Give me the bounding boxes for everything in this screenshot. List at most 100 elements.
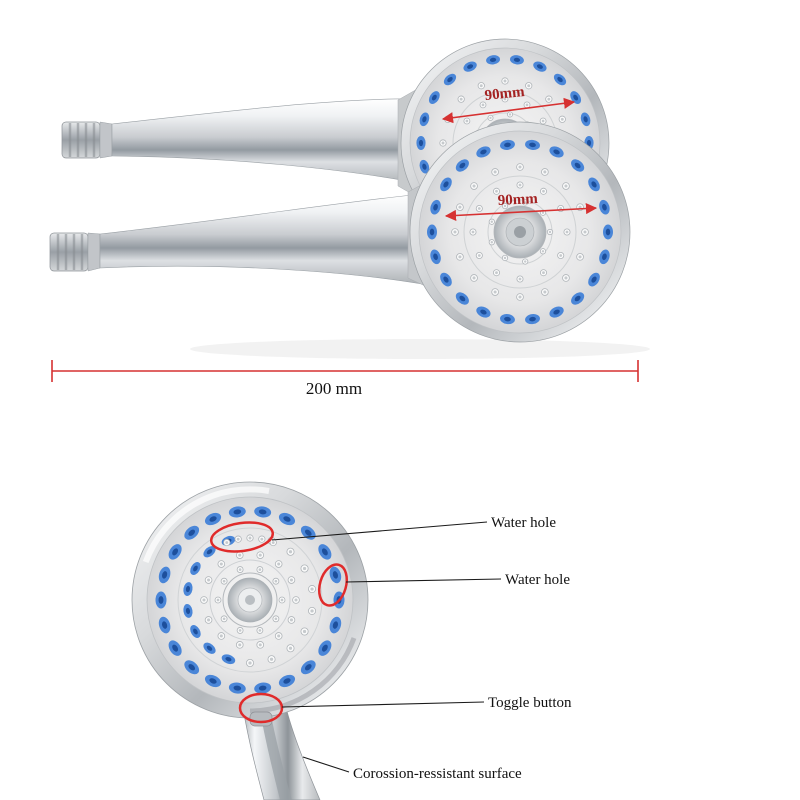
nozzle-hole <box>602 203 607 211</box>
nozzle-white-hole <box>260 537 264 541</box>
nozzle-white-hole <box>274 617 278 621</box>
nozzle-white-hole <box>559 254 563 257</box>
nozzle-white-hole <box>294 598 298 602</box>
center-outline <box>222 572 278 628</box>
nozzle-hole <box>283 678 291 684</box>
nozzle-white-hole <box>458 205 462 209</box>
rim-shade <box>249 637 357 714</box>
nozzle-white-hole <box>248 661 252 665</box>
nozzle-white-hole <box>518 277 522 281</box>
center-dot-front <box>514 226 526 238</box>
nozzle-white-hole <box>548 230 552 234</box>
nozzle-hole <box>206 549 213 555</box>
nozzle-hole <box>206 645 213 651</box>
nozzle-hole <box>513 57 521 62</box>
nozzle-white-hole <box>503 79 507 83</box>
nozzle-hole <box>480 149 487 155</box>
nozzle-white-hole <box>542 271 545 275</box>
nozzle-white-hole <box>493 170 497 174</box>
nozzle-white-hole <box>508 113 512 116</box>
nozzle-white-hole <box>258 553 262 557</box>
nozzle-white-hole <box>207 578 211 582</box>
nozzle-hole <box>193 565 198 572</box>
nozzle-white-hole <box>219 634 223 638</box>
nozzle-white-hole <box>258 629 262 632</box>
nozzle-white-hole <box>527 84 531 88</box>
dimension-label-front: 90mm <box>497 191 538 209</box>
nozzle-white-hole <box>222 579 226 583</box>
nozzle-hole <box>321 548 328 556</box>
nozzle-white-hole <box>238 568 242 571</box>
nozzle-white-hole <box>564 276 568 280</box>
nozzle-hole <box>233 509 242 515</box>
nozzle-hole <box>443 181 449 188</box>
water-hole-top-highlight <box>209 521 275 553</box>
nozzle-hole <box>172 644 179 652</box>
shower-head-face-view <box>131 481 369 800</box>
surface-label: Corossion-ressistant surface <box>353 766 522 782</box>
nozzle-white-hole <box>219 562 223 566</box>
nozzle-white-hole <box>236 537 240 541</box>
nozzle-hole <box>431 94 437 101</box>
nozzle-white-hole <box>578 255 582 259</box>
nozzle-white-hole <box>258 643 262 647</box>
nozzle-hole <box>422 116 427 123</box>
handle-collar-back <box>99 121 113 159</box>
annotations: Water hole Water hole Toggle button Coro… <box>209 515 572 782</box>
dimension-head-back: 90mm <box>441 84 576 124</box>
nozzle-hole <box>553 149 560 155</box>
shower-wand-front <box>49 121 631 343</box>
leader-line-water-hole-side <box>345 578 502 583</box>
nozzle-white-hole <box>258 568 262 571</box>
nozzle-white-hole <box>248 536 252 540</box>
nozzle-white-hole <box>518 165 522 169</box>
nozzle-hole <box>161 621 168 629</box>
nozzle-hole <box>332 621 339 629</box>
nozzle-white-hole <box>459 97 463 101</box>
nozzle-white-hole <box>465 119 469 123</box>
nozzle-hole <box>553 309 560 315</box>
nozzle-hole <box>233 685 242 691</box>
toggle-button[interactable] <box>249 711 273 727</box>
nozzle-hole <box>459 162 466 169</box>
nozzle-white-hole <box>489 116 492 120</box>
nozzle-white-hole <box>207 618 211 622</box>
nozzle-hole <box>504 142 511 148</box>
nozzle-hole <box>467 64 474 69</box>
nozzle-white-hole <box>238 553 242 557</box>
nozzle-white-hole <box>238 629 242 632</box>
nozzle-hole <box>605 228 611 236</box>
nozzle-hole <box>557 76 563 83</box>
nozzle-white-hole <box>471 230 475 234</box>
nozzle-hole <box>574 162 581 169</box>
toggle-button-label: Toggle button <box>488 695 572 711</box>
nozzle-white-hole <box>441 141 445 145</box>
nozzle-white-hole <box>518 183 522 187</box>
water-hole-label-side: Water hole <box>505 572 570 588</box>
nozzle-white-hole <box>225 541 229 544</box>
nozzle-hole <box>433 253 438 261</box>
nozzle-hole <box>536 64 543 69</box>
nozzle-hole <box>574 295 581 302</box>
nozzle-hole <box>504 316 511 322</box>
nozzle-hole <box>418 139 424 147</box>
nozzle-white-hole <box>280 598 284 602</box>
nozzle-rings-bottom <box>155 506 345 694</box>
nozzle-hole <box>172 548 179 556</box>
nozzle-white-hole <box>289 578 293 582</box>
nozzle-hole <box>443 276 449 283</box>
leader-line-toggle-button <box>281 701 485 708</box>
nozzle-white-hole <box>525 103 529 107</box>
nozzle-hole <box>480 309 487 315</box>
nozzle-hole <box>193 628 198 635</box>
nozzle-white-hole <box>472 184 476 188</box>
nozzle-hole <box>529 316 536 322</box>
nozzle-white-hole <box>543 290 547 294</box>
handle-front <box>99 193 423 285</box>
toggle-button-highlight <box>238 692 284 724</box>
nozzle-white-hole <box>564 184 568 188</box>
nozzle-white-hole <box>277 634 281 638</box>
nozzle-hole <box>591 181 597 188</box>
